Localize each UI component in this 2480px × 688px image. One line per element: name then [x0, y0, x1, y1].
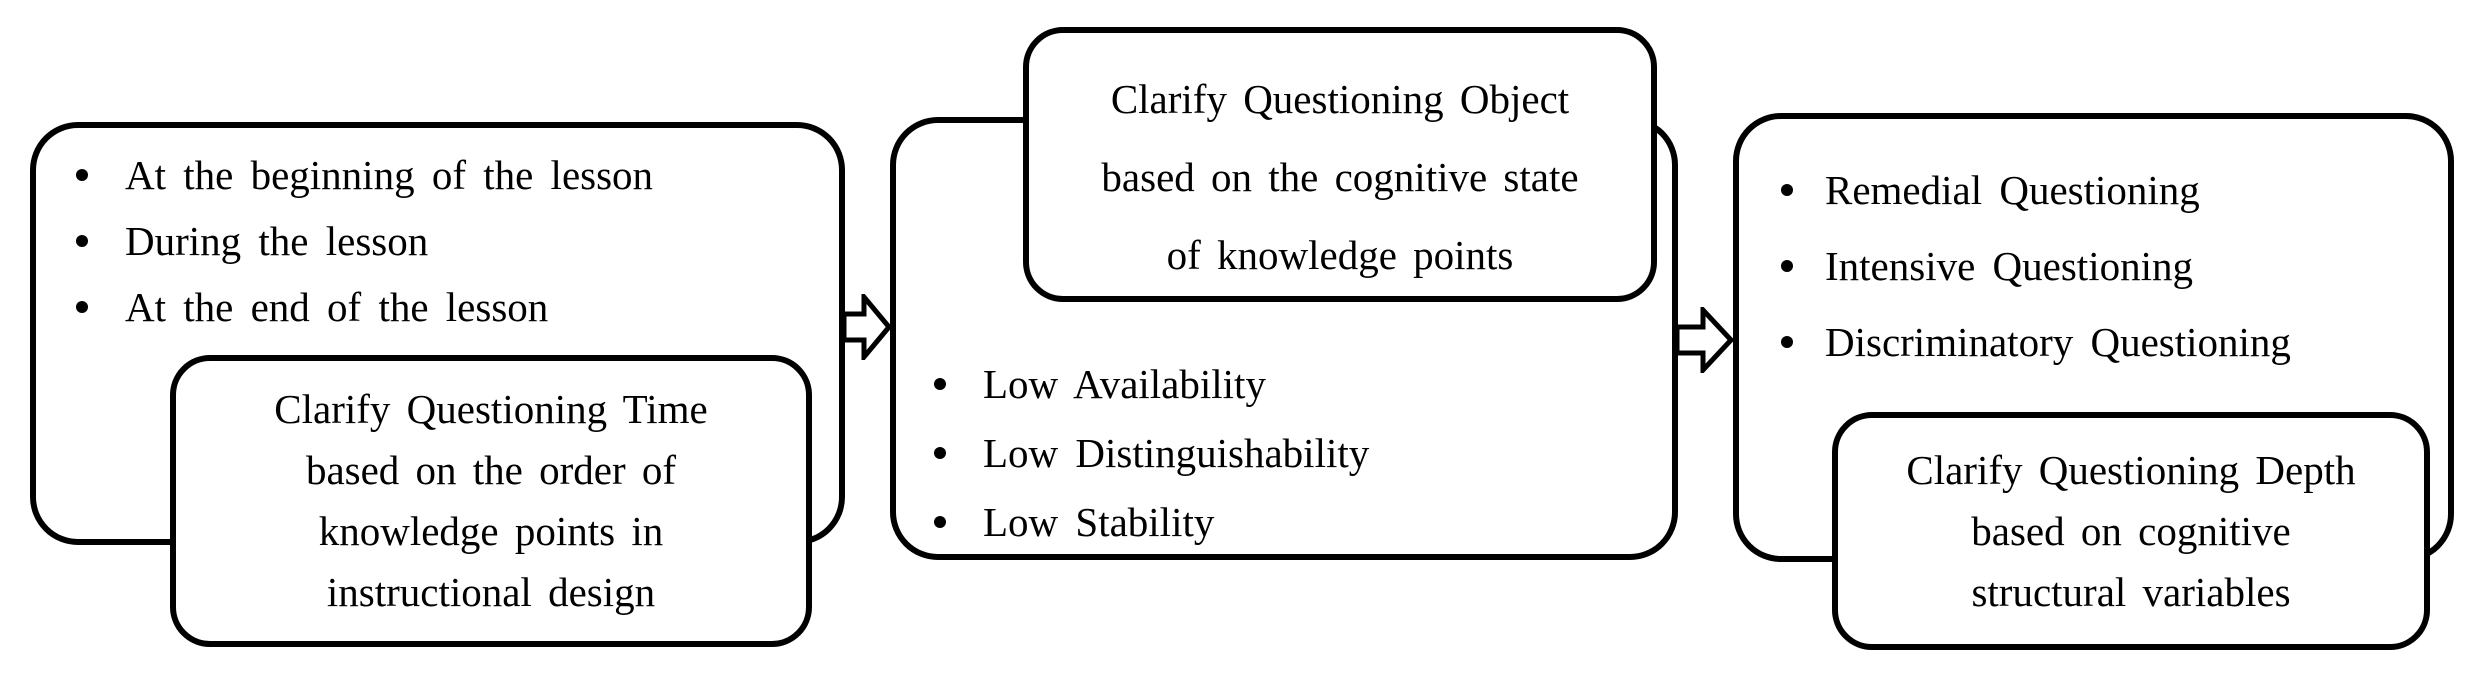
list-item: During the lesson — [76, 208, 653, 274]
bullet-dot-icon — [1781, 260, 1793, 272]
bullet-dot-icon — [1781, 184, 1793, 196]
list-item: Intensive Questioning — [1781, 228, 2291, 304]
list-item: At the end of the lesson — [76, 274, 653, 340]
bullet-text: Intensive Questioning — [1825, 243, 2193, 289]
bullet-text: Low Stability — [983, 498, 1215, 545]
caption-text: Clarify Questioning Depth based on cogni… — [1906, 446, 2356, 615]
questioning-time-bullet-list: At the beginning of the lesson During th… — [76, 142, 653, 340]
bullet-text: During the lesson — [125, 218, 429, 264]
flow-arrow-right-icon — [844, 294, 892, 360]
bullet-dot-icon — [934, 515, 946, 528]
list-item: At the beginning of the lesson — [76, 142, 653, 208]
questioning-depth-caption-box: Clarify Questioning Depth based on cogni… — [1832, 412, 2430, 650]
caption-text: Clarify Questioning Object based on the … — [1101, 75, 1579, 278]
bullet-text: Low Availability — [983, 360, 1266, 407]
flow-arrow-right-icon — [1677, 307, 1734, 373]
bullet-text: At the end of the lesson — [125, 284, 549, 330]
questioning-time-caption-box: Clarify Questioning Time based on the or… — [170, 355, 812, 647]
bullet-text: Remedial Questioning — [1825, 167, 2200, 213]
list-item: Low Stability — [934, 487, 1369, 556]
bullet-text: Low Distinguishability — [983, 429, 1370, 476]
list-item: Low Distinguishability — [934, 418, 1369, 487]
bullet-dot-icon — [76, 235, 88, 247]
bullet-dot-icon — [934, 377, 946, 390]
bullet-text: At the beginning of the lesson — [125, 152, 654, 198]
questioning-object-caption-box: Clarify Questioning Object based on the … — [1023, 27, 1657, 302]
questioning-object-bullet-list: Low Availability Low Distinguishability … — [934, 349, 1369, 556]
list-item: Discriminatory Questioning — [1781, 304, 2291, 380]
bullet-dot-icon — [76, 301, 88, 313]
bullet-dot-icon — [934, 446, 946, 459]
bullet-text: Discriminatory Questioning — [1825, 319, 2291, 365]
questioning-depth-bullet-list: Remedial Questioning Intensive Questioni… — [1781, 152, 2291, 380]
caption-text: Clarify Questioning Time based on the or… — [274, 386, 708, 615]
bullet-dot-icon — [1781, 336, 1793, 348]
bullet-dot-icon — [76, 169, 88, 181]
list-item: Low Availability — [934, 349, 1369, 418]
list-item: Remedial Questioning — [1781, 152, 2291, 228]
